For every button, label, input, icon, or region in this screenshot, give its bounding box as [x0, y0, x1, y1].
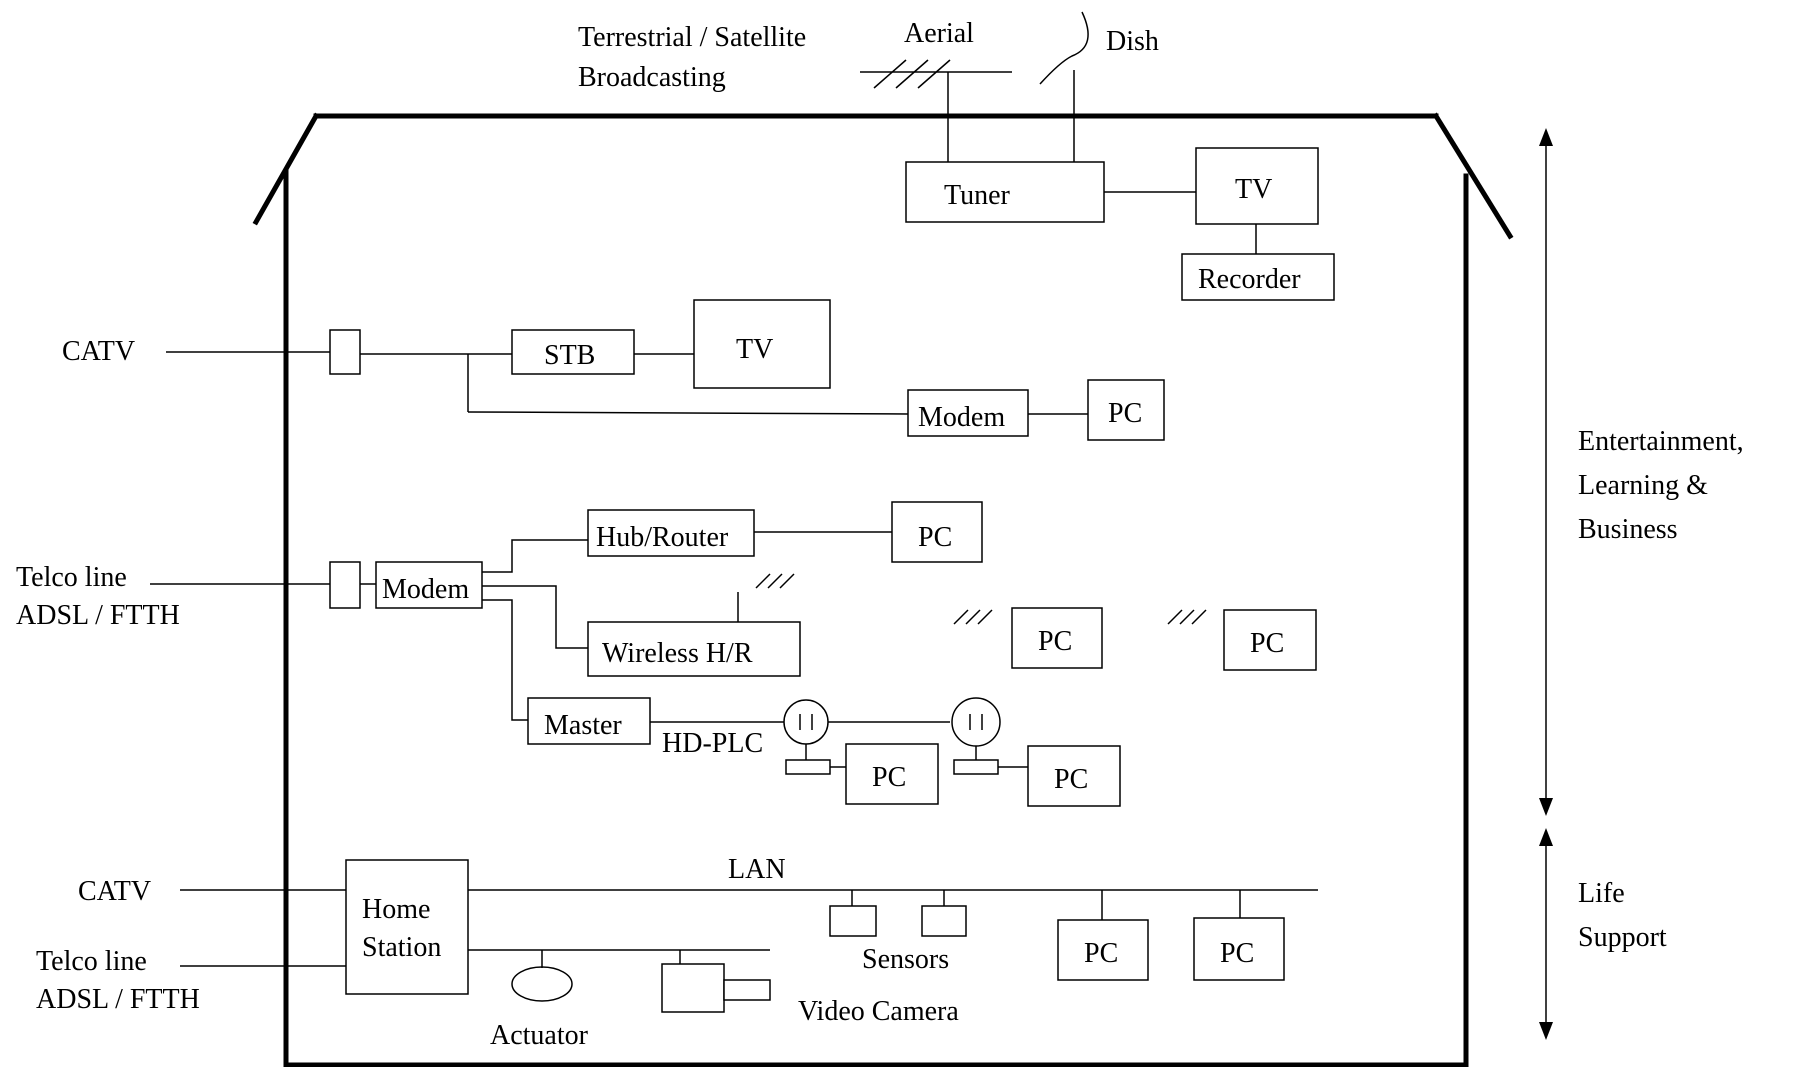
roof-left-eave: [252, 112, 320, 226]
wireless-label: Wireless H/R: [602, 638, 753, 669]
video-camera-label: Video Camera: [798, 996, 959, 1027]
video-camera-icon: [661, 950, 771, 1013]
stb-box: STB: [511, 329, 635, 375]
catv-input-label: CATV: [62, 336, 135, 367]
sensor-1: [829, 890, 877, 937]
house-outline: [252, 112, 1514, 1067]
modem-box-telco: Modem: [375, 561, 483, 609]
modem-box-catv: Modem: [907, 389, 1029, 437]
wireless-router-box: Wireless H/R: [587, 592, 801, 677]
wireless-signal-icon-pc1: [953, 609, 993, 625]
wireless-signal-icon-pc2: [1167, 609, 1207, 625]
pc-plc-2-label: PC: [1054, 764, 1088, 795]
life-catv-label: CATV: [78, 876, 151, 907]
entertainment-range-arrow: [1539, 128, 1553, 816]
recorder-label: Recorder: [1198, 264, 1301, 295]
tv-catv-label: TV: [736, 334, 773, 365]
dish-icon: [1039, 11, 1089, 162]
pc-life-2-label: PC: [1220, 938, 1254, 969]
tv-box-catv: TV: [693, 299, 831, 389]
pc-plc-1-label: PC: [872, 762, 906, 793]
lan-label: LAN: [728, 854, 786, 885]
pc-box-wireless-2: PC: [1223, 609, 1317, 671]
life-telco-label-2: ADSL / FTTH: [36, 984, 200, 1015]
hdplc-label: HD-PLC: [662, 728, 763, 759]
pc-wireless-1-label: PC: [1038, 626, 1072, 657]
pc-box-wireless-1: PC: [1011, 607, 1103, 669]
catv-splitter: [329, 329, 361, 375]
pc-box-hub: PC: [891, 501, 983, 563]
life-telco-label: Telco line: [36, 946, 147, 977]
pc-hub-label: PC: [918, 522, 952, 553]
hub-router-box: Hub/Router: [587, 509, 755, 557]
pc-box-plc-1: PC: [845, 743, 939, 805]
pc-box-life-2: PC: [1193, 890, 1285, 981]
pc-catv-label: PC: [1108, 398, 1142, 429]
hub-router-label: Hub/Router: [596, 522, 729, 553]
pc-life-1-label: PC: [1084, 938, 1118, 969]
pc-box-life-1: PC: [1057, 890, 1149, 981]
sensors-label: Sensors: [862, 944, 949, 975]
aerial-label: Aerial: [904, 18, 974, 49]
life-support-range-arrow: [1539, 828, 1553, 1040]
actuator-label: Actuator: [490, 1020, 589, 1051]
telco-input-label: Telco line: [16, 562, 127, 593]
tv-box-top: TV: [1195, 147, 1319, 225]
stb-label: STB: [544, 340, 595, 371]
modem-catv-label: Modem: [918, 402, 1005, 433]
telco-input-label-2: ADSL / FTTH: [16, 600, 180, 631]
entertainment-label-3: Business: [1578, 514, 1678, 545]
master-label: Master: [544, 710, 622, 741]
broadcast-source-label-2: Broadcasting: [578, 62, 726, 93]
life-support-label-2: Support: [1578, 922, 1667, 953]
entertainment-label-2: Learning &: [1578, 470, 1708, 501]
aerial-icon: [860, 59, 1012, 162]
actuator-icon: [511, 950, 573, 1002]
home-station-label: Home: [362, 894, 430, 925]
broadcasting-group: Terrestrial / Satellite Broadcasting Aer…: [578, 11, 1159, 162]
roof-right-eave: [1432, 112, 1514, 240]
tuner-label: Tuner: [944, 180, 1011, 211]
entertainment-label: Entertainment,: [1578, 426, 1744, 457]
wireless-signal-icon: [755, 573, 795, 589]
pc-box-plc-2: PC: [1027, 745, 1121, 807]
home-station-label-2: Station: [362, 932, 441, 963]
master-box: Master: [527, 697, 651, 745]
tv-top-label: TV: [1235, 174, 1272, 205]
telco-splitter: [329, 561, 361, 609]
pc-wireless-2-label: PC: [1250, 628, 1284, 659]
pc-box-catv: PC: [1087, 379, 1165, 441]
tuner-box: Tuner: [905, 161, 1105, 223]
life-support-label: Life: [1578, 878, 1625, 909]
plc-outlet-2: [951, 697, 1028, 775]
broadcast-source-label: Terrestrial / Satellite: [578, 22, 806, 53]
dish-label: Dish: [1106, 26, 1159, 57]
sensor-2: [921, 890, 967, 937]
home-station-box: Home Station: [345, 859, 469, 995]
plc-outlet-1: [783, 699, 846, 775]
modem-telco-label: Modem: [382, 574, 469, 605]
recorder-box: Recorder: [1181, 253, 1335, 301]
